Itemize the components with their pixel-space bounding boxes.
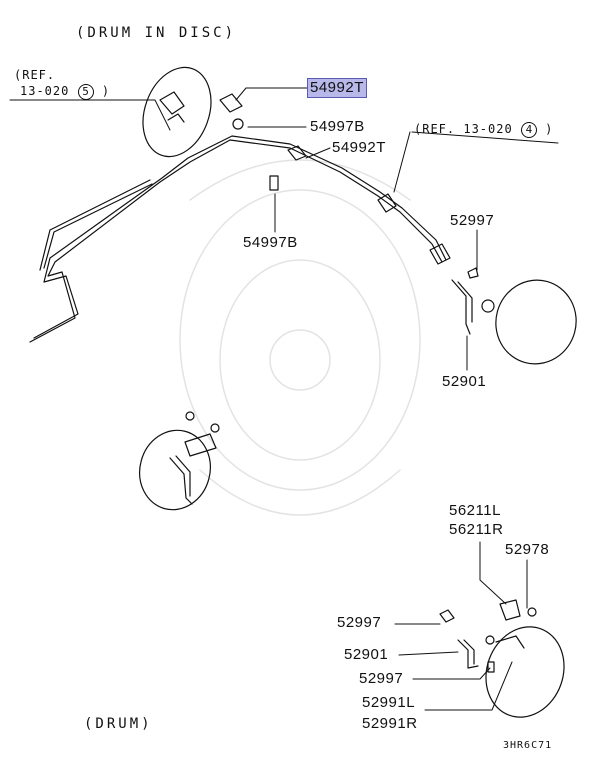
watermark-logo — [179, 159, 421, 516]
part-54997B-mid[interactable]: 54997B — [243, 234, 298, 251]
caption-drum: (DRUM) — [84, 716, 153, 732]
ref-right-prefix: (REF. 13-020 — [414, 122, 513, 136]
ref-left-line1: (REF. — [14, 68, 55, 82]
drum-assembly-bottom — [439, 599, 565, 718]
part-52991R[interactable]: 52991R — [362, 715, 418, 732]
ref-right: (REF. 13-020 4 ) — [414, 122, 553, 138]
part-52997-bottom-1[interactable]: 52997 — [337, 614, 382, 631]
part-52978[interactable]: 52978 — [505, 541, 550, 558]
drum-detail-middle — [139, 411, 220, 511]
ref-left-prefix: (REF. — [14, 68, 56, 82]
part-54992T-highlighted[interactable]: 54992T — [307, 78, 367, 98]
part-56211L[interactable]: 56211L — [449, 502, 501, 519]
ref-left-close: ) — [101, 84, 111, 98]
brake-tube-main — [29, 135, 447, 343]
clip-right-tube — [377, 193, 451, 265]
part-52991L[interactable]: 52991L — [362, 694, 416, 711]
part-52997-bottom-2[interactable]: 52997 — [359, 670, 404, 687]
ref-left-number: 5 — [77, 84, 94, 100]
rear-disc-right — [495, 279, 577, 365]
bracket-54992T-top — [219, 93, 244, 130]
bracket-54992T-mid — [269, 145, 307, 191]
ref-left-section: 13-020 — [20, 84, 70, 98]
part-54997B-top[interactable]: 54997B — [310, 118, 365, 135]
ref-left-line2: 13-020 5 ) — [20, 84, 110, 100]
part-52901-right[interactable]: 52901 — [442, 373, 487, 390]
ref-right-number: 4 — [520, 122, 537, 138]
part-54992T-mid[interactable]: 54992T — [332, 139, 386, 156]
part-56211R[interactable]: 56211R — [449, 521, 504, 538]
caption-drum-in-disc: (DRUM IN DISC) — [76, 25, 237, 41]
part-52901-bottom[interactable]: 52901 — [344, 646, 389, 663]
rear-disc-left — [142, 66, 212, 158]
ref-right-close: ) — [545, 122, 554, 136]
leader-lines — [9, 87, 559, 711]
brake-hose-right — [451, 267, 495, 335]
part-52997-right[interactable]: 52997 — [450, 212, 495, 229]
diagram-code: 3HR6C71 — [503, 740, 553, 751]
